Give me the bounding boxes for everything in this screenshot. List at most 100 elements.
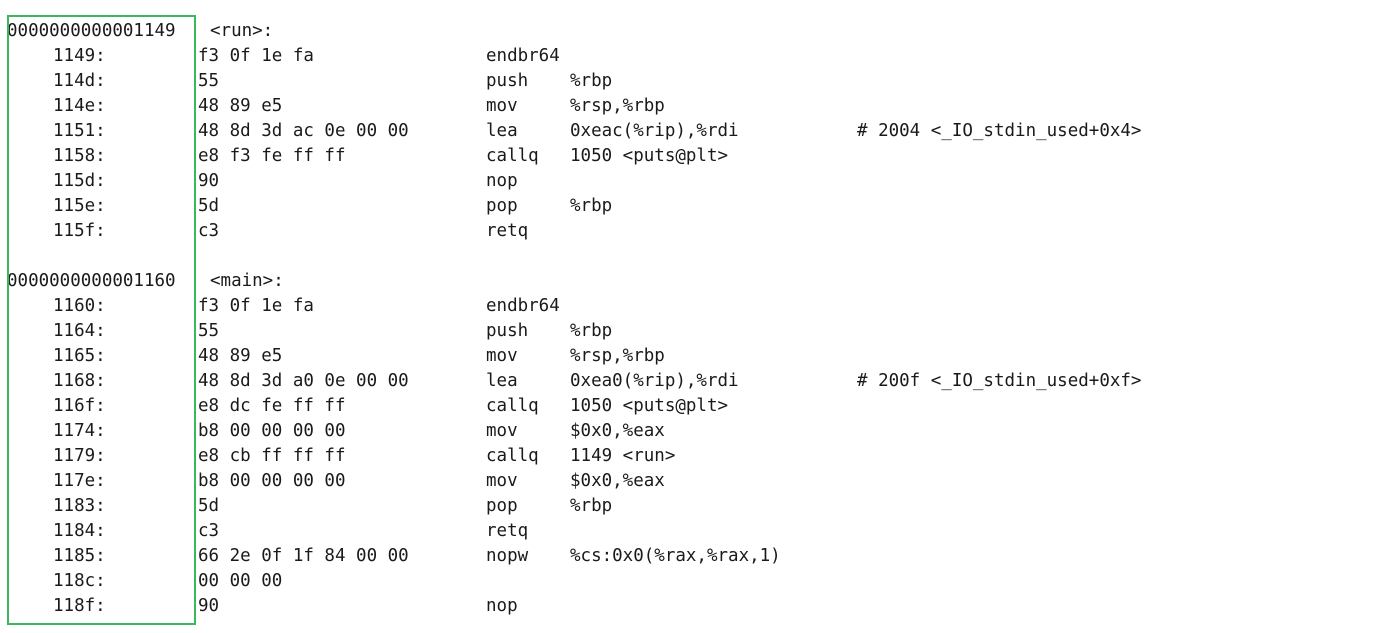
instruction-address: 1183: xyxy=(53,496,106,516)
instruction-address: 1164: xyxy=(53,321,106,341)
instruction-bytes: e8 f3 fe ff ff xyxy=(198,146,346,166)
instruction-bytes: 48 89 e5 xyxy=(198,96,283,116)
instruction-row: 1164: 55 push %rbp xyxy=(0,319,1388,344)
instruction-address: 116f: xyxy=(53,396,106,416)
instruction-mnemonic: lea xyxy=(486,121,518,141)
instruction-mnemonic: pop xyxy=(486,496,518,516)
instruction-bytes: 5d xyxy=(198,496,220,516)
instruction-address: 1174: xyxy=(53,421,106,441)
function-header: 0000000000001160<main>: xyxy=(0,269,1388,294)
instruction-mnemonic: callq xyxy=(486,446,539,466)
instruction-mnemonic: mov xyxy=(486,471,518,491)
instruction-mnemonic: endbr64 xyxy=(486,296,560,316)
instruction-operands: 0xea0(%rip),%rdi xyxy=(570,371,739,391)
instruction-address: 1151: xyxy=(53,121,106,141)
instruction-operands: %rsp,%rbp xyxy=(570,346,665,366)
instruction-row: 116f: e8 dc fe ff ff callq 1050 <puts@plt> xyxy=(0,394,1388,419)
instruction-bytes: 66 2e 0f 1f 84 00 00 xyxy=(198,546,409,566)
instruction-mnemonic: mov xyxy=(486,421,518,441)
instruction-row: 115f: c3 retq xyxy=(0,219,1388,244)
instruction-operands: $0x0,%eax xyxy=(570,421,665,441)
instruction-row: 1151: 48 8d 3d ac 0e 00 00 lea 0xeac(%rip),… xyxy=(0,119,1388,144)
instruction-bytes: 55 xyxy=(198,71,220,91)
instruction-row: 1149: f3 0f 1e fa endbr64 xyxy=(0,44,1388,69)
instruction-bytes: b8 00 00 00 00 xyxy=(198,471,346,491)
instruction-address: 118c: xyxy=(53,571,106,591)
instruction-address: 115d: xyxy=(53,171,106,191)
instruction-bytes: e8 dc fe ff ff xyxy=(198,396,346,416)
instruction-operands: 1050 <puts@plt> xyxy=(570,396,729,416)
instruction-bytes: 48 89 e5 xyxy=(198,346,283,366)
instruction-address: 1158: xyxy=(53,146,106,166)
instruction-mnemonic: retq xyxy=(486,521,529,541)
instruction-bytes: f3 0f 1e fa xyxy=(198,46,314,66)
instruction-row: 115d: 90 nop xyxy=(0,169,1388,194)
instruction-bytes: b8 00 00 00 00 xyxy=(198,421,346,441)
instruction-address: 1165: xyxy=(53,346,106,366)
disassembly-listing: 0000000000001149 <run>: 1149: f3 0f 1e fa en… xyxy=(0,19,1388,619)
instruction-mnemonic: pop xyxy=(486,196,518,216)
instruction-mnemonic: lea xyxy=(486,371,518,391)
instruction-address: 114e: xyxy=(53,96,106,116)
instruction-comment: # 2004 <_IO_stdin_used+0x4> xyxy=(857,121,1142,141)
function-header: 0000000000001149 <run>: xyxy=(0,19,1388,44)
instruction-row: 1168: 48 8d 3d a0 0e 00 00 lea 0xea0(%rip),… xyxy=(0,369,1388,394)
instruction-address: 114d: xyxy=(53,71,106,91)
instruction-mnemonic: retq xyxy=(486,221,529,241)
instruction-bytes: 48 8d 3d a0 0e 00 00 xyxy=(198,371,409,391)
instruction-address: 1184: xyxy=(53,521,106,541)
instruction-row: 1165: 48 89 e5 mov %rsp,%rbp xyxy=(0,344,1388,369)
function-name: <main>: xyxy=(210,271,284,291)
instruction-address: 1149: xyxy=(53,46,106,66)
instruction-mnemonic: callq xyxy=(486,146,539,166)
instruction-row: 114d: 55 push %rbp xyxy=(0,69,1388,94)
function-name: <run>: xyxy=(210,21,274,41)
instruction-mnemonic: nopw xyxy=(486,546,529,566)
instruction-address: 115e: xyxy=(53,196,106,216)
function-address: 0000000000001149 xyxy=(7,21,176,41)
instruction-bytes: f3 0f 1e fa xyxy=(198,296,314,316)
instruction-operands: 1050 <puts@plt> xyxy=(570,146,729,166)
instruction-row: 1185: 66 2e 0f 1f 84 00 00 nopw %cs:0x0(%ra… xyxy=(0,544,1388,569)
instruction-row: 118f: 90 nop xyxy=(0,594,1388,619)
instruction-bytes: c3 xyxy=(198,521,220,541)
instruction-bytes: 48 8d 3d ac 0e 00 00 xyxy=(198,121,409,141)
instruction-row: 1158: e8 f3 fe ff ff callq 1050 <puts@plt> xyxy=(0,144,1388,169)
instruction-address: 1168: xyxy=(53,371,106,391)
instruction-mnemonic: nop xyxy=(486,596,518,616)
instruction-operands: $0x0,%eax xyxy=(570,471,665,491)
instruction-row: 1160: f3 0f 1e fa endbr64 xyxy=(0,294,1388,319)
instruction-mnemonic: nop xyxy=(486,171,518,191)
instruction-bytes: 90 xyxy=(198,171,220,191)
instruction-row: 1183: 5d pop %rbp xyxy=(0,494,1388,519)
instruction-operands: %rbp xyxy=(570,496,613,516)
instruction-address: 1185: xyxy=(53,546,106,566)
instruction-mnemonic: push xyxy=(486,321,529,341)
instruction-address: 117e: xyxy=(53,471,106,491)
instruction-mnemonic: callq xyxy=(486,396,539,416)
instruction-mnemonic: mov xyxy=(486,346,518,366)
instruction-bytes: c3 xyxy=(198,221,220,241)
instruction-mnemonic: mov xyxy=(486,96,518,116)
instruction-bytes: e8 cb ff ff ff xyxy=(198,446,346,466)
instruction-address: 118f: xyxy=(53,596,106,616)
instruction-address: 115f: xyxy=(53,221,106,241)
instruction-bytes: 00 00 00 xyxy=(198,571,283,591)
instruction-bytes: 90 xyxy=(198,596,220,616)
instruction-comment: # 200f <_IO_stdin_used+0xf> xyxy=(857,371,1142,391)
blank-line xyxy=(0,244,1388,269)
instruction-bytes: 5d xyxy=(198,196,220,216)
instruction-row: 118c: 00 00 00 xyxy=(0,569,1388,594)
instruction-mnemonic: push xyxy=(486,71,529,91)
instruction-operands: %rbp xyxy=(570,71,613,91)
instruction-address: 1160: xyxy=(53,296,106,316)
instruction-operands: %rbp xyxy=(570,321,613,341)
instruction-operands: 0xeac(%rip),%rdi xyxy=(570,121,739,141)
instruction-bytes: 55 xyxy=(198,321,220,341)
instruction-row: 117e: b8 00 00 00 00 mov $0x0,%eax xyxy=(0,469,1388,494)
instruction-mnemonic: endbr64 xyxy=(486,46,560,66)
instruction-operands: %cs:0x0(%rax,%rax,1) xyxy=(570,546,781,566)
